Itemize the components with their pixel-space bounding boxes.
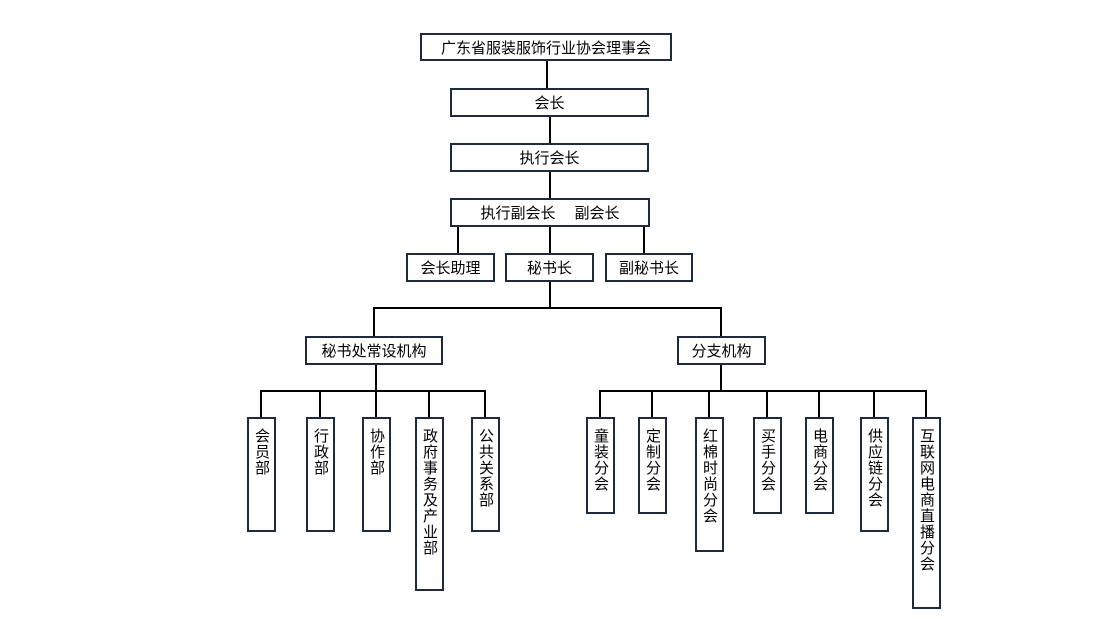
vice-president-label: 执行副会长 副会长 xyxy=(480,204,620,222)
connector-line xyxy=(375,390,377,418)
branch-box: 电商分会 xyxy=(805,417,834,514)
dept-box: 政府事务及产业部 xyxy=(415,417,444,591)
connector-line xyxy=(720,307,722,337)
exec-president-box: 执行会长 xyxy=(450,143,649,172)
dept-label: 协作部 xyxy=(368,428,386,476)
secretariat-label: 秘书处常设机构 xyxy=(321,342,427,360)
connector-line xyxy=(373,307,375,337)
assistant-label: 会长助理 xyxy=(420,259,481,277)
connector-line xyxy=(708,390,710,418)
branch-label: 买手分会 xyxy=(759,428,777,492)
connector-line xyxy=(599,390,601,418)
dept-box: 协作部 xyxy=(362,417,391,532)
president-label: 会长 xyxy=(534,94,565,112)
dept-label: 会员部 xyxy=(253,428,271,476)
dept-box: 公共关系部 xyxy=(471,417,500,532)
council-label: 广东省服装服饰行业协会理事会 xyxy=(440,38,651,57)
deputy-secretary-box: 副秘书长 xyxy=(605,253,693,282)
dept-label: 政府事务及产业部 xyxy=(421,428,439,556)
connector-line xyxy=(373,307,722,309)
connector-line xyxy=(546,60,548,88)
council-box: 广东省服装服饰行业协会理事会 xyxy=(420,33,672,61)
connector-line xyxy=(428,390,430,418)
connector-line xyxy=(818,390,820,418)
dept-label: 行政部 xyxy=(312,428,330,476)
dept-box: 行政部 xyxy=(306,417,335,532)
deputy-secretary-label: 副秘书长 xyxy=(618,259,679,277)
branches-label: 分支机构 xyxy=(691,342,752,360)
secretary-general-box: 秘书长 xyxy=(505,253,594,282)
exec-president-label: 执行会长 xyxy=(519,149,580,167)
branch-box: 买手分会 xyxy=(753,417,782,514)
branch-box: 定制分会 xyxy=(638,417,667,514)
connector-line xyxy=(599,390,927,392)
connector-line xyxy=(260,390,262,418)
connector-line xyxy=(549,226,551,254)
connector-line xyxy=(484,390,486,418)
connector-line xyxy=(319,390,321,418)
branch-box: 红棉时尚分会 xyxy=(695,417,724,552)
connector-line xyxy=(651,390,653,418)
connector-line xyxy=(643,226,645,254)
secretariat-box: 秘书处常设机构 xyxy=(305,336,443,365)
dept-label: 公共关系部 xyxy=(477,428,495,508)
branch-label: 电商分会 xyxy=(811,428,829,492)
vice-president-box: 执行副会长 副会长 xyxy=(450,198,650,227)
assistant-box: 会长助理 xyxy=(406,253,495,282)
branch-label: 定制分会 xyxy=(644,428,662,492)
connector-line xyxy=(549,116,551,143)
connector-line xyxy=(375,364,377,391)
secretary-general-label: 秘书长 xyxy=(526,259,572,277)
connector-line xyxy=(925,390,927,418)
connector-line xyxy=(457,226,459,254)
branch-box: 互联网电商直播分会 xyxy=(912,417,941,609)
branch-label: 红棉时尚分会 xyxy=(701,428,719,524)
connector-line xyxy=(873,390,875,418)
connector-line xyxy=(720,364,722,391)
president-box: 会长 xyxy=(450,88,649,117)
connector-line xyxy=(549,281,551,308)
branch-label: 童装分会 xyxy=(592,428,610,492)
branches-box: 分支机构 xyxy=(677,336,766,365)
connector-line xyxy=(549,171,551,198)
branch-label: 供应链分会 xyxy=(866,428,884,508)
branch-box: 供应链分会 xyxy=(860,417,889,532)
branch-box: 童装分会 xyxy=(586,417,615,514)
connector-line xyxy=(260,390,486,392)
connector-line xyxy=(766,390,768,418)
branch-label: 互联网电商直播分会 xyxy=(918,428,936,572)
dept-box: 会员部 xyxy=(247,417,276,532)
